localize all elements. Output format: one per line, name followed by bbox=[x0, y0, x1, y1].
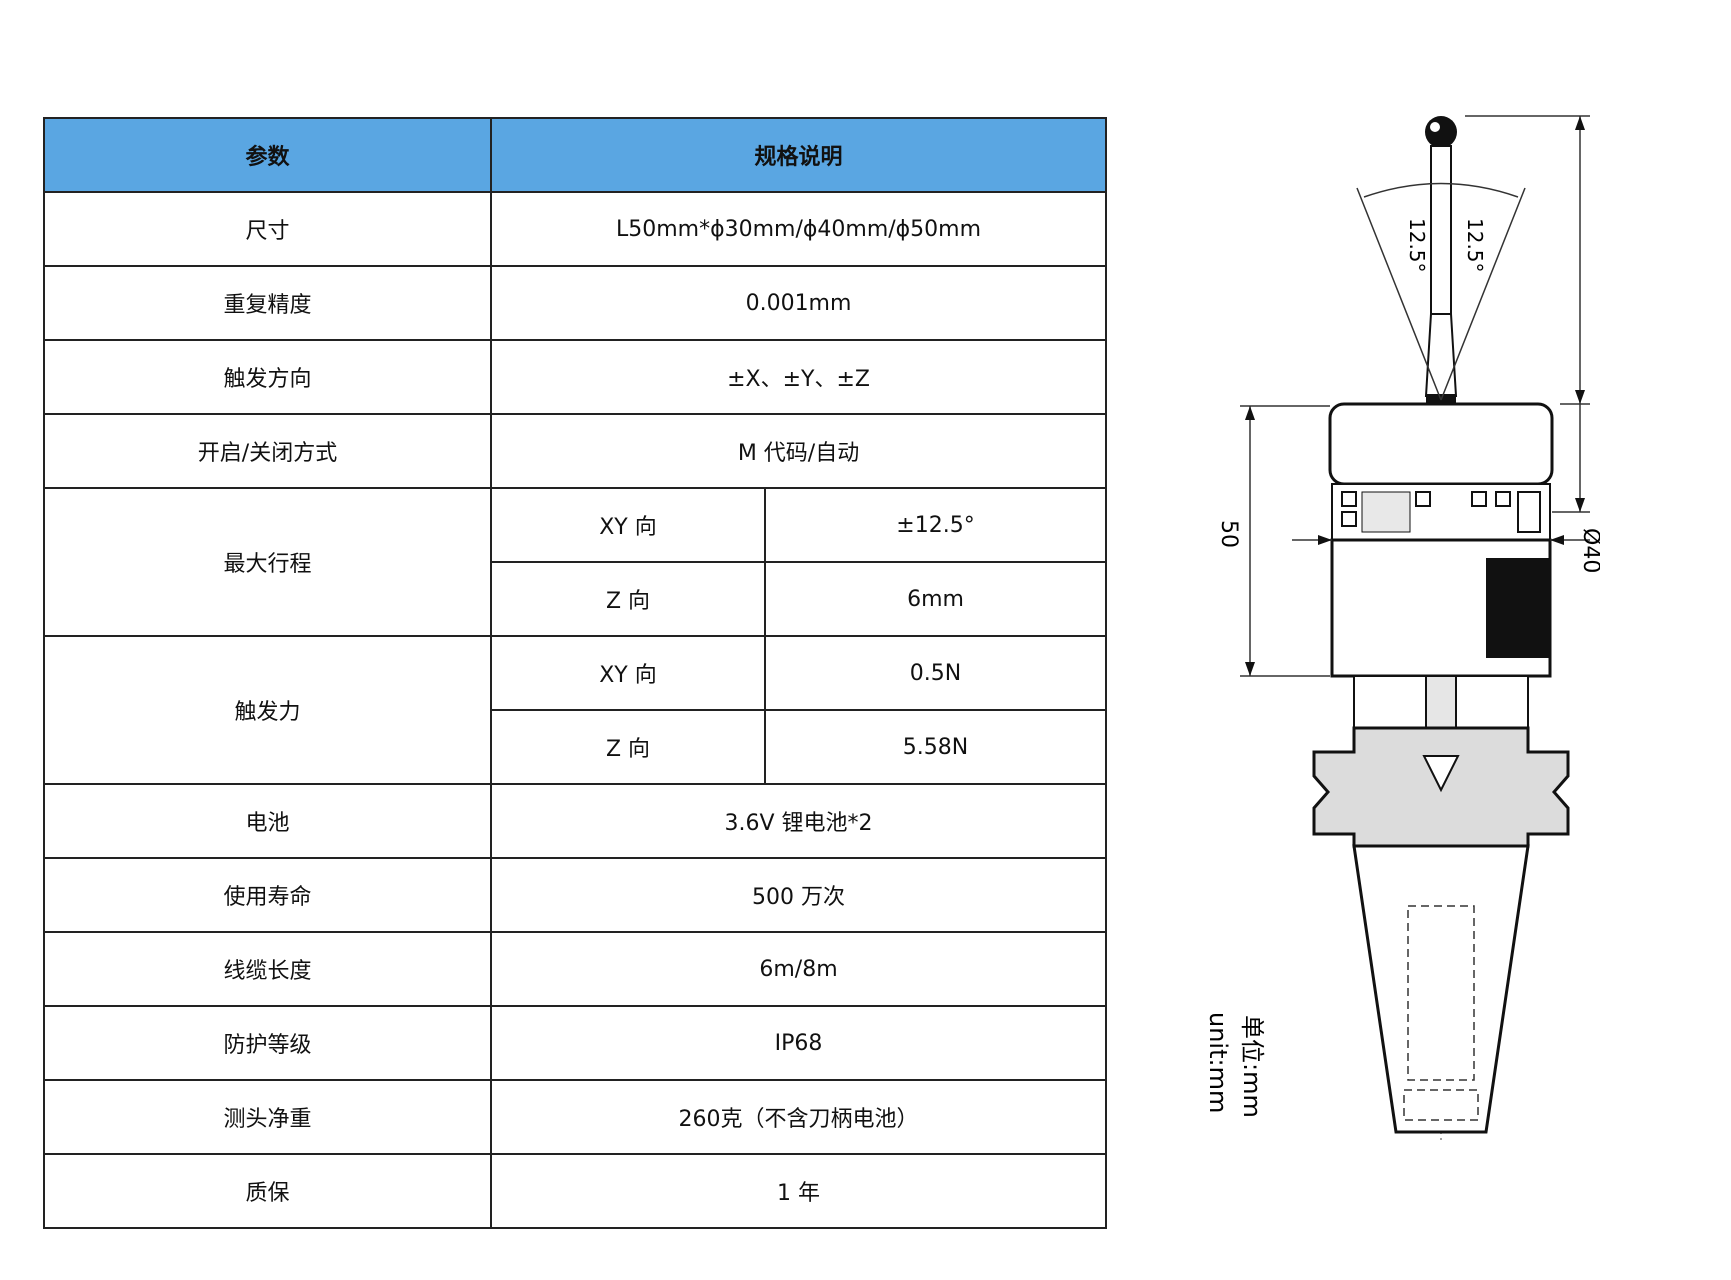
unit-label-cn: 单位:mm bbox=[1238, 1015, 1266, 1118]
angle-label-right: 12.5° bbox=[1463, 218, 1487, 273]
row-value: 6m/8m bbox=[489, 931, 1108, 1007]
table-row: 使用寿命 500 万次 bbox=[43, 857, 1108, 933]
row-value: IP68 bbox=[489, 1005, 1108, 1081]
dim-cap-height: 19 bbox=[1596, 446, 1600, 474]
table-header-row: 参数 规格说明 bbox=[43, 117, 1108, 193]
chip-icon bbox=[1495, 491, 1511, 507]
dim-stylus-length: 50 bbox=[1596, 252, 1600, 280]
angle-arc bbox=[1363, 182, 1519, 198]
dim-diameter: Ø40 bbox=[1578, 528, 1600, 573]
table-row: 尺寸 L50mm*ϕ30mm/ϕ40mm/ϕ50mm bbox=[43, 191, 1108, 267]
stylus-shaft bbox=[1430, 145, 1452, 315]
header-param: 参数 bbox=[43, 117, 492, 193]
dim-arrow bbox=[1318, 535, 1332, 545]
table-row: 线缆长度 6m/8m bbox=[43, 931, 1108, 1007]
row-value: 0.001mm bbox=[489, 265, 1108, 341]
table-row: 防护等级 IP68 bbox=[43, 1005, 1108, 1081]
row-label: 重复精度 bbox=[43, 265, 492, 341]
sub-value: ±12.5° bbox=[763, 487, 1108, 563]
table-row: 触发力 XY 向 0.5N bbox=[43, 635, 1108, 785]
row-label: 使用寿命 bbox=[43, 857, 492, 933]
row-value: 500 万次 bbox=[489, 857, 1108, 933]
connector-icon bbox=[1517, 491, 1541, 533]
sub-label: Z 向 bbox=[490, 561, 766, 637]
spec-table: 参数 规格说明 尺寸 L50mm*ϕ30mm/ϕ40mm/ϕ50mm 重复精度 … bbox=[43, 117, 1108, 1229]
table-row: Z 向 5.58N bbox=[44, 709, 1108, 785]
row-value: 1 年 bbox=[489, 1153, 1108, 1229]
row-value: M 代码/自动 bbox=[489, 413, 1108, 489]
dim-arrow bbox=[1245, 662, 1255, 676]
sub-value: 0.5N bbox=[763, 635, 1108, 711]
stylus-ball bbox=[1425, 116, 1457, 148]
pcb-icon bbox=[1361, 491, 1411, 533]
row-label: 线缆长度 bbox=[43, 931, 492, 1007]
taper-shank bbox=[1352, 844, 1530, 1134]
table-row: 重复精度 0.001mm bbox=[43, 265, 1108, 341]
header-spec: 规格说明 bbox=[489, 117, 1108, 193]
row-label: 尺寸 bbox=[43, 191, 492, 267]
row-label: 质保 bbox=[43, 1153, 492, 1229]
angle-label-left: 12.5° bbox=[1405, 218, 1429, 273]
row-label: 开启/关闭方式 bbox=[43, 413, 492, 489]
body-window bbox=[1486, 558, 1550, 658]
sub-value: 5.58N bbox=[763, 709, 1108, 785]
table-row: 最大行程 XY 向 ±12.5° bbox=[43, 487, 1108, 637]
table-row: 开启/关闭方式 M 代码/自动 bbox=[43, 413, 1108, 489]
table-row: 测头净重 260克（不含刀柄电池） bbox=[43, 1079, 1108, 1155]
dim-arrow bbox=[1245, 406, 1255, 420]
table-row: 电池 3.6V 锂电池*2 bbox=[43, 783, 1108, 859]
chip-icon bbox=[1341, 491, 1357, 507]
sub-label: XY 向 bbox=[490, 487, 766, 563]
stylus-taper bbox=[1424, 313, 1458, 397]
table-row: 质保 1 年 bbox=[43, 1153, 1108, 1229]
dim-arrow bbox=[1550, 535, 1564, 545]
pull-stud-outline bbox=[1407, 905, 1475, 1081]
chip-icon bbox=[1415, 491, 1431, 507]
probe-drawing: 12.5° 12.5° 50 19 50 Ø40 单位:mm unit:m bbox=[1204, 115, 1600, 1140]
sub-value: 6mm bbox=[763, 561, 1108, 637]
dim-arrow bbox=[1575, 498, 1585, 512]
row-label: 最大行程 bbox=[43, 487, 492, 637]
row-value: 3.6V 锂电池*2 bbox=[489, 783, 1108, 859]
row-value: ±X、±Y、±Z bbox=[489, 339, 1108, 415]
dim-arrow bbox=[1575, 116, 1585, 130]
angle-line-right bbox=[1440, 187, 1526, 401]
table-row: 触发方向 ±X、±Y、±Z bbox=[43, 339, 1108, 415]
unit-label-en: unit:mm bbox=[1204, 1012, 1232, 1113]
row-label: 触发方向 bbox=[43, 339, 492, 415]
angle-line-left bbox=[1356, 187, 1442, 401]
row-value: 260克（不含刀柄电池） bbox=[489, 1079, 1108, 1155]
dim-arrow bbox=[1575, 390, 1585, 404]
joint-core bbox=[1425, 675, 1457, 729]
row-value: L50mm*ϕ30mm/ϕ40mm/ϕ50mm bbox=[489, 191, 1108, 267]
ball-highlight bbox=[1430, 122, 1440, 132]
dim-body-length: 50 bbox=[1216, 520, 1241, 548]
probe-cap bbox=[1328, 402, 1554, 486]
row-label: 防护等级 bbox=[43, 1005, 492, 1081]
row-label: 触发力 bbox=[43, 635, 492, 785]
holder-cone-tip bbox=[1422, 755, 1460, 793]
sub-label: XY 向 bbox=[490, 635, 766, 711]
chip-icon bbox=[1471, 491, 1487, 507]
row-label: 电池 bbox=[43, 783, 492, 859]
table-row: Z 向 6mm bbox=[44, 561, 1108, 637]
chip-icon bbox=[1341, 511, 1357, 527]
sub-label: Z 向 bbox=[490, 709, 766, 785]
row-label: 测头净重 bbox=[43, 1079, 492, 1155]
